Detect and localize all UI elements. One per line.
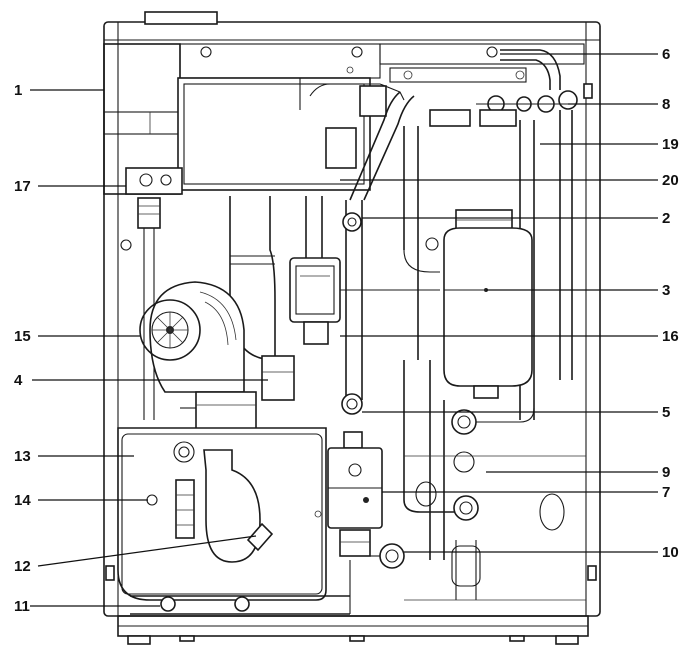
pressure-switch	[180, 355, 295, 431]
callout-3: 3	[662, 282, 670, 299]
gas-valve	[120, 167, 183, 251]
right-callouts: 6 8 19 20 2 3 16 5 9 7 10	[662, 46, 679, 561]
bottom-pipe	[130, 560, 351, 615]
flow-sensor	[289, 257, 440, 345]
callout-15: 15	[14, 328, 31, 345]
center-pipes	[305, 83, 415, 400]
callout-14: 14	[14, 492, 31, 509]
drain-tap	[370, 543, 405, 569]
leader-lines	[30, 53, 658, 607]
expansion-vessel	[425, 209, 533, 399]
pump	[327, 447, 383, 557]
callout-11: 11	[14, 598, 30, 615]
callout-20: 20	[662, 172, 679, 189]
callout-16: 16	[662, 328, 679, 345]
callout-6: 6	[662, 46, 670, 63]
callout-12: 12	[14, 558, 31, 575]
callout-7: 7	[662, 484, 670, 501]
fan-assembly	[139, 281, 245, 393]
control-box	[177, 43, 387, 191]
plate-heat-exchanger	[105, 360, 597, 601]
callout-19: 19	[662, 136, 679, 153]
callout-4: 4	[14, 372, 23, 389]
callout-13: 13	[14, 448, 31, 465]
callout-10: 10	[662, 544, 679, 561]
callout-9: 9	[662, 464, 670, 481]
callout-17: 17	[14, 178, 31, 195]
callout-5: 5	[662, 404, 670, 421]
callout-8: 8	[662, 96, 670, 113]
callout-2: 2	[662, 210, 670, 227]
callout-1: 1	[14, 82, 22, 99]
combustion-chamber	[117, 427, 327, 601]
left-callouts: 1 17 15 4 13 14 12 11	[14, 82, 31, 615]
center-valve	[341, 393, 363, 449]
top-right-pipework	[379, 43, 593, 420]
